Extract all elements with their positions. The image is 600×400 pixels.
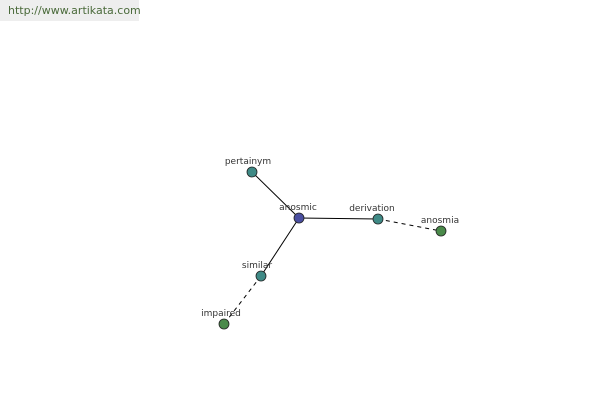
node-derivation[interactable] [372, 213, 384, 225]
node-anosmia[interactable] [435, 225, 447, 237]
edge-anosmic-similar [260, 217, 300, 277]
node-label-similar: similar [242, 261, 272, 271]
node-layer [218, 166, 447, 330]
node-label-derivation: derivation [349, 204, 395, 214]
node-label-anosmic: anosmic [279, 203, 317, 213]
node-label-impaired: impaired [201, 309, 241, 319]
edge-similar-impaired [223, 275, 262, 325]
node-pertainym[interactable] [246, 166, 258, 178]
node-anosmic[interactable] [293, 212, 305, 224]
node-impaired[interactable] [218, 318, 230, 330]
node-label-pertainym: pertainym [225, 157, 271, 167]
label-layer: anosmic pertainym derivation similar anosmia… [201, 157, 459, 319]
edge-layer [223, 171, 442, 325]
edge-derivation-anosmia [377, 218, 442, 232]
node-similar[interactable] [255, 270, 267, 282]
node-label-anosmia: anosmia [421, 216, 459, 226]
watermark-url[interactable]: http://www.artikata.com [0, 0, 141, 21]
edge-anosmic-derivation [298, 217, 379, 220]
edge-anosmic-pertainym [251, 171, 300, 219]
